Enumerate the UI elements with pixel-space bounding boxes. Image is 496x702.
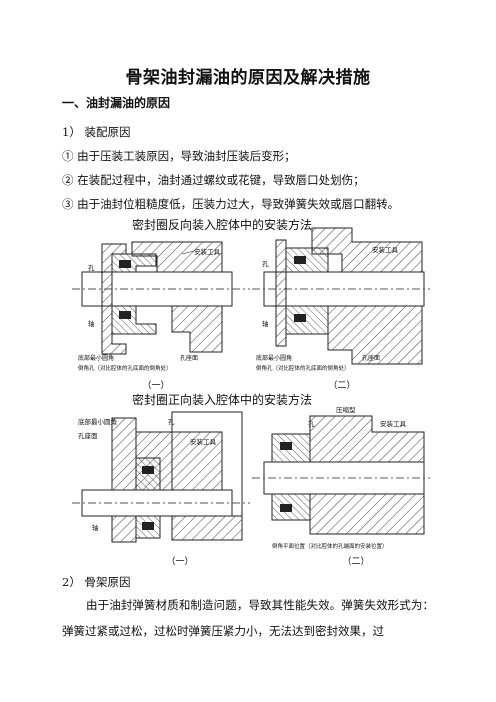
figure-top-left: 安装工具 孔 轴 底部最小圆角 倒角孔（对比腔体的孔底面的倒角处） 孔座面 （一… <box>72 241 250 391</box>
item-heading-1: 1） 装配原因 <box>62 125 131 139</box>
fig-top-left-a-label: 底部最小圆角 <box>78 354 114 362</box>
figure-bottom-heading: 密封圈正向装入腔体中的安装方法 <box>132 392 312 407</box>
fig-bottom-left-a-label: 底部最小圆角 <box>78 417 117 426</box>
item-heading-2: 2） 骨架原因 <box>62 575 131 589</box>
fig-top-left-caption: （一） <box>142 380 169 391</box>
fig-top-right-b-label: 倒角孔（对比腔体的孔底面的倒角处） <box>256 364 350 372</box>
fig-bottom-right-caption: （二） <box>342 556 369 567</box>
cause-line-3: ③ 由于油封位粗糙度低，压装力过大，导致弹簧失效或唇口翻转。 <box>62 197 400 211</box>
figure-top-right: 安装工具 孔 轴 底部最小圆角 倒角孔（对比腔体的孔底面的倒角处） 孔座面 （二… <box>252 227 430 391</box>
cause-line-1: ① 由于压装工装原因，导致油封压装后变形； <box>62 149 296 163</box>
figure-bottom-right: 压缩型 孔 安装工具 倒角平面位置（对比腔体的孔端面的安装位置） （二） <box>252 405 430 567</box>
fig-bottom-left-shaft-label: 轴 <box>92 523 99 532</box>
fig-top-right-tool-label: 安装工具 <box>372 245 399 254</box>
fig-top-right-c-label: 孔座面 <box>362 354 380 362</box>
body-paragraph: 由于油封弹簧材质和制造问题，导致其性能失效。弹簧失效形式为：弹簧过紧或过松，过松… <box>62 598 434 638</box>
fig-bottom-right-b-label: 倒角平面位置（对比腔体的孔端面的安装位置） <box>272 542 388 550</box>
fig-top-right-hole-label: 孔 <box>262 260 269 268</box>
fig-bottom-left-tool-label: 安装工具 <box>190 437 217 446</box>
section-heading: 一、油封漏油的原因 <box>62 96 171 110</box>
fig-top-left-tool-label: 安装工具 <box>194 247 221 256</box>
fig-bottom-right-hole-label: 孔 <box>308 420 315 428</box>
fig-top-right-caption: （二） <box>328 380 355 391</box>
figure-top-heading: 密封圈反向装入腔体中的安装方法 <box>132 217 312 232</box>
fig-bottom-left-hole-label: 孔 <box>168 418 175 426</box>
fig-bottom-right-tool-label: 安装工具 <box>380 419 407 428</box>
fig-top-right-a-label: 底部最小圆角 <box>256 354 292 362</box>
fig-top-right-shaft-label: 轴 <box>262 319 269 328</box>
figure-bottom-left: 底部最小圆角 孔座面 孔 安装工具 轴 （一） <box>72 411 250 567</box>
figure-reverse-install: 密封圈反向装入腔体中的安装方法 安装工具 孔 轴 底部最小圆角 倒角孔（对比腔体… <box>72 217 430 391</box>
fig-top-left-c-label: 孔座面 <box>180 354 198 362</box>
fig-top-left-shaft-label: 轴 <box>88 319 95 328</box>
fig-bottom-left-caption: （一） <box>166 556 193 567</box>
cause-line-2: ② 在装配过程中，油封通过螺纹或花键，导致唇口处划伤； <box>62 173 365 187</box>
fig-bottom-right-top-label: 压缩型 <box>336 405 356 414</box>
fig-bottom-left-c-label: 孔座面 <box>78 431 98 440</box>
document-title: 骨架油封漏油的原因及解决措施 <box>125 68 371 88</box>
figure-forward-install: 密封圈正向装入腔体中的安装方法 底部最小圆角 孔座面 孔 安装工具 轴 （一） <box>72 392 430 567</box>
fig-top-left-hole-label: 孔 <box>88 264 95 272</box>
fig-top-left-b-label: 倒角孔（对比腔体的孔底面的倒角处） <box>78 364 172 372</box>
